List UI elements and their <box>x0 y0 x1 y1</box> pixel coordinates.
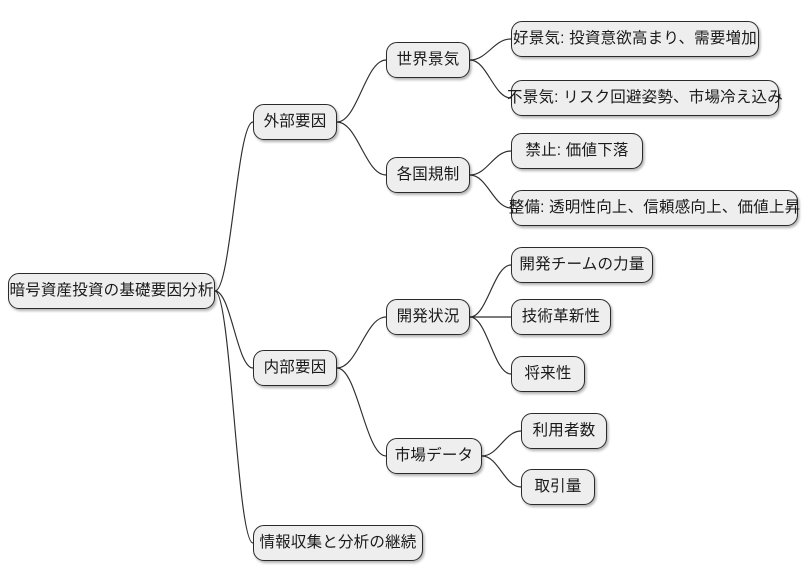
node-label: 利用者数 <box>532 422 596 440</box>
node-label: 将来性 <box>524 365 572 383</box>
node-label: 市場データ <box>394 447 474 465</box>
mindmap-node-development[interactable]: 開発状況 <box>386 299 470 335</box>
mindmap-root-node[interactable]: 暗号資産投資の基礎要因分析 <box>8 273 215 309</box>
mindmap-node-boom[interactable]: 好景気: 投資意欲高まり、需要増加 <box>511 21 759 57</box>
node-label: 内部要因 <box>263 359 327 377</box>
edge-regulation-to-framework <box>469 174 512 209</box>
mindmap-node-framework[interactable]: 整備: 透明性向上、信頼感向上、価値上昇 <box>508 190 801 226</box>
node-label: 不景気: リスク回避姿勢、市場冷え込み <box>507 89 783 107</box>
node-label: 外部要因 <box>263 113 327 131</box>
edge-development-to-team <box>469 264 512 318</box>
mindmap-node-future[interactable]: 将来性 <box>511 356 585 392</box>
node-label: 好景気: 投資意欲高まり、需要増加 <box>513 30 757 48</box>
mindmap-node-bust[interactable]: 不景気: リスク回避姿勢、市場冷え込み <box>507 80 783 116</box>
edge-internal-to-development <box>336 316 387 369</box>
node-label: 技術革新性 <box>521 308 601 326</box>
edge-development-to-future <box>469 316 512 375</box>
edge-market-to-volume <box>481 455 522 488</box>
edge-root-to-continuous <box>214 290 254 544</box>
mindmap-node-world[interactable]: 世界景気 <box>386 42 470 78</box>
edge-external-to-world <box>336 59 387 123</box>
mindmap-node-ban[interactable]: 禁止: 価値下落 <box>511 133 643 169</box>
node-label: 禁止: 価値下落 <box>525 142 629 160</box>
mindmap-node-team[interactable]: 開発チームの力量 <box>511 247 653 283</box>
node-label: 取引量 <box>534 478 582 496</box>
mindmap-node-external[interactable]: 外部要因 <box>253 104 337 140</box>
node-label: 世界景気 <box>396 51 460 69</box>
mindmap-node-internal[interactable]: 内部要因 <box>253 350 337 386</box>
node-label: 暗号資産投資の基礎要因分析 <box>9 282 214 300</box>
edge-world-to-bust <box>469 59 512 99</box>
edge-world-to-boom <box>469 38 512 61</box>
node-label: 整備: 透明性向上、信頼感向上、価値上昇 <box>508 199 801 217</box>
edge-regulation-to-ban <box>469 150 512 176</box>
node-label: 情報収集と分析の継続 <box>259 534 417 552</box>
node-label: 開発状況 <box>396 308 460 326</box>
mindmap-node-regulation[interactable]: 各国規制 <box>386 157 470 193</box>
mindmap-node-users[interactable]: 利用者数 <box>521 413 607 449</box>
mindmap-node-market[interactable]: 市場データ <box>386 438 482 474</box>
mindmap-node-volume[interactable]: 取引量 <box>521 469 595 505</box>
node-label: 開発チームの力量 <box>519 256 645 274</box>
edge-market-to-users <box>481 430 522 457</box>
edge-external-to-regulation <box>336 121 387 176</box>
edge-root-to-external <box>214 121 254 292</box>
mindmap-node-continuous[interactable]: 情報収集と分析の継続 <box>253 525 423 561</box>
edge-internal-to-market <box>336 367 387 457</box>
node-label: 各国規制 <box>396 166 460 184</box>
edge-root-to-internal <box>214 290 254 369</box>
mindmap-node-innovation[interactable]: 技術革新性 <box>511 299 611 335</box>
